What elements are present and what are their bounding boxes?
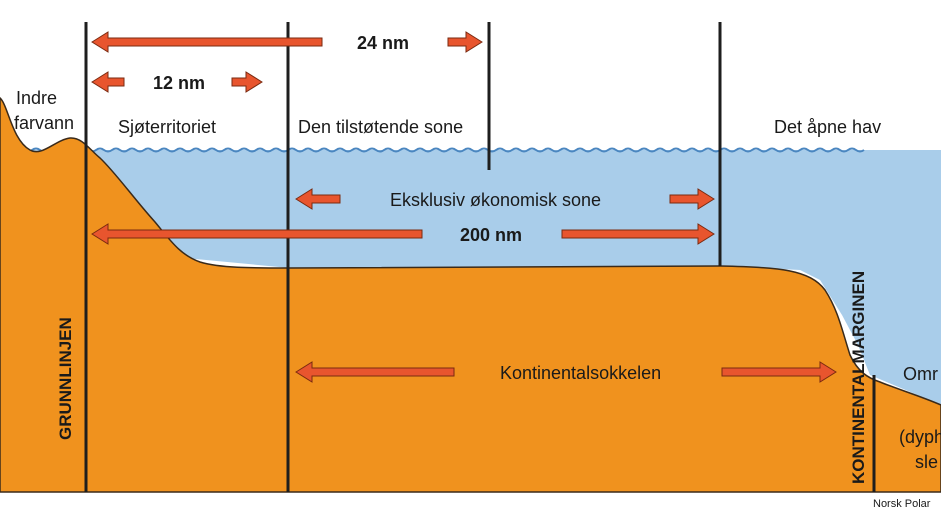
arrow-eez <box>295 188 715 210</box>
label-200nm: 200 nm <box>460 225 522 245</box>
label-omr: Omr <box>903 364 938 384</box>
label-dyph: (dyph <box>899 427 941 447</box>
arrow-24nm <box>91 31 483 53</box>
land-seabed <box>0 97 941 493</box>
label-24nm: 24 nm <box>357 33 409 53</box>
label-sjoterritoriet: Sjøterritoriet <box>118 117 216 137</box>
label-kontinentalmarginen: KONTINENTALMARGINEN <box>849 271 868 484</box>
label-sle: sle <box>915 452 938 472</box>
label-eksklusiv-okonomisk-sone: Eksklusiv økonomisk sone <box>390 190 601 210</box>
label-indre: Indre <box>16 88 57 108</box>
arrow-12nm <box>91 71 263 93</box>
sea-water <box>0 150 941 405</box>
label-farvann: farvann <box>14 113 74 133</box>
label-apne-hav: Det åpne hav <box>774 117 881 137</box>
label-12nm: 12 nm <box>153 73 205 93</box>
label-tilstotende-sone: Den tilstøtende sone <box>298 117 463 137</box>
arrow-200nm <box>91 223 715 245</box>
label-grunnlinjen: GRUNNLINJEN <box>56 317 75 440</box>
credit-text: Norsk Polar <box>873 498 931 510</box>
label-kontinentalsokkelen: Kontinentalsokkelen <box>500 363 661 383</box>
arrow-continental-shelf <box>295 361 837 383</box>
